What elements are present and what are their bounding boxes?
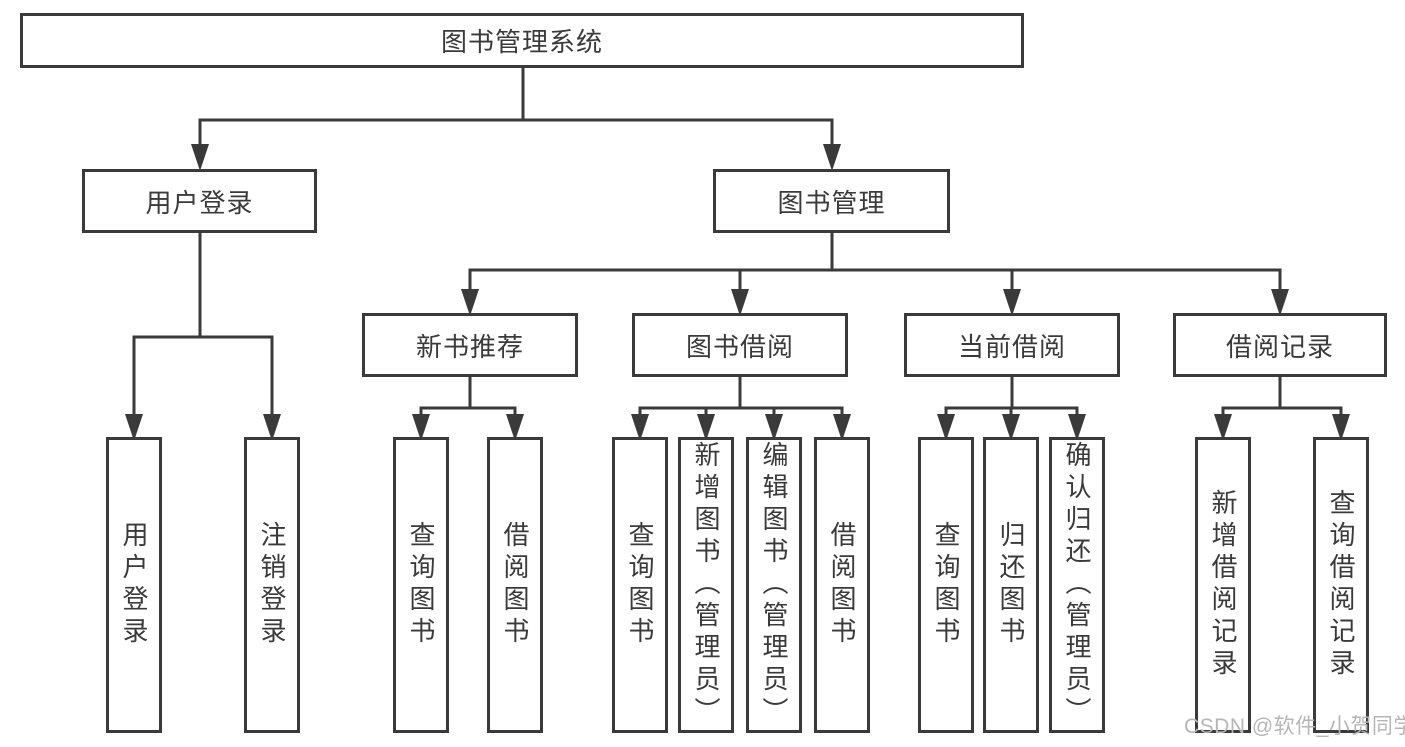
watermark: CSDN @软件_小贺同学 <box>1184 715 1405 738</box>
leaf-cb-confirm-return-admin: 确认归还（管理员） <box>1049 437 1105 733</box>
node-book-borrow: 图书借阅 <box>632 313 848 377</box>
leaf-nbr-query-books: 查询图书 <box>393 437 449 733</box>
node-current-borrow: 当前借阅 <box>904 313 1120 377</box>
leaf-cb-return-books: 归还图书 <box>983 437 1039 733</box>
leaf-bb-edit-books-admin: 编辑图书（管理员） <box>746 437 802 733</box>
node-borrow-records: 借阅记录 <box>1173 313 1387 377</box>
node-root: 图书管理系统 <box>20 13 1024 68</box>
leaf-nbr-borrow-books: 借阅图书 <box>487 437 543 733</box>
node-user-login: 用户登录 <box>82 169 317 233</box>
leaf-bb-borrow-books: 借阅图书 <box>814 437 870 733</box>
leaf-br-add-record: 新增借阅记录 <box>1195 437 1251 733</box>
leaf-bb-add-books-admin: 新增图书（管理员） <box>678 437 734 733</box>
leaf-user-login: 用户登录 <box>106 437 162 733</box>
leaf-bb-query-books: 查询图书 <box>612 437 668 733</box>
leaf-logout: 注销登录 <box>244 437 300 733</box>
node-new-book-recommend: 新书推荐 <box>362 313 578 377</box>
leaf-br-query-record: 查询借阅记录 <box>1313 437 1369 733</box>
leaf-cb-query-books: 查询图书 <box>918 437 974 733</box>
node-book-management: 图书管理 <box>713 169 950 233</box>
